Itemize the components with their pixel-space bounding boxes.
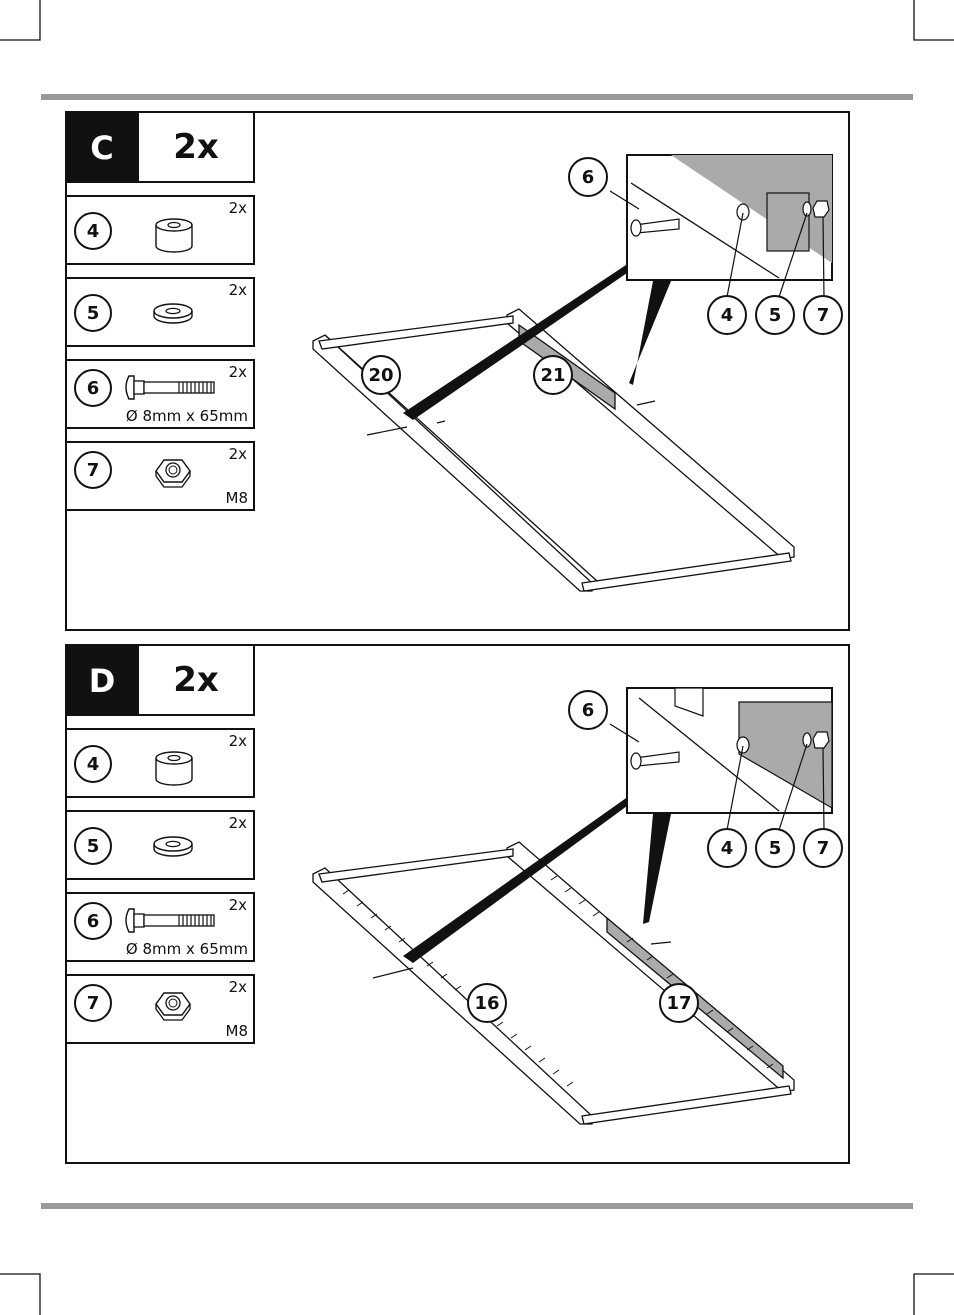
part-number: 7 bbox=[74, 984, 112, 1022]
part-quantity: 2x bbox=[228, 978, 247, 996]
part-row-4: 4 2x bbox=[67, 195, 255, 265]
top-rule bbox=[41, 94, 913, 100]
part-quantity: 2x bbox=[228, 732, 247, 750]
part-row-6: 6 2x Ø 8mm x 65mm bbox=[67, 359, 255, 429]
detail-pointer bbox=[403, 263, 629, 420]
callout-sleeve: 4 bbox=[707, 295, 747, 335]
part-dimension: Ø 8mm x 65mm bbox=[125, 940, 248, 958]
frame-assembly-drawing bbox=[312, 154, 833, 592]
part-dimension: Ø 8mm x 65mm bbox=[125, 407, 248, 425]
part-number: 4 bbox=[74, 212, 112, 250]
spacer-sleeve-icon bbox=[155, 218, 193, 253]
step-count: 2x bbox=[137, 113, 255, 183]
part-row-6: 6 2x Ø 8mm x 65mm bbox=[67, 892, 255, 962]
callout-right-rail: 17 bbox=[659, 983, 699, 1023]
part-thread-size: M8 bbox=[225, 1022, 249, 1040]
callout-left-rail: 20 bbox=[361, 355, 401, 395]
spacer-sleeve-icon bbox=[155, 751, 193, 786]
part-number: 5 bbox=[74, 294, 112, 332]
step-count: 2x bbox=[137, 646, 255, 716]
bottom-rule bbox=[41, 1203, 913, 1209]
callout-sleeve: 4 bbox=[707, 828, 747, 868]
part-quantity: 2x bbox=[228, 363, 247, 381]
part-quantity: 2x bbox=[228, 199, 247, 217]
part-quantity: 2x bbox=[228, 896, 247, 914]
part-quantity: 2x bbox=[228, 281, 247, 299]
hex-nut-icon bbox=[155, 459, 191, 488]
part-row-5: 5 2x bbox=[67, 810, 255, 880]
washer-icon bbox=[153, 303, 193, 324]
step-c-panel: C 2x 4 2x 5 2x 6 2x Ø 8mm x 65mm 7 2x bbox=[65, 111, 850, 631]
callout-nut: 7 bbox=[803, 295, 843, 335]
frame-assembly-drawing bbox=[312, 687, 833, 1125]
callout-right-rail: 21 bbox=[533, 355, 573, 395]
callout-bolt: 6 bbox=[568, 690, 608, 730]
step-letter: C bbox=[67, 113, 137, 183]
callout-left-rail: 16 bbox=[467, 983, 507, 1023]
callout-bolt: 6 bbox=[568, 157, 608, 197]
carriage-bolt-icon bbox=[125, 908, 215, 933]
step-d-panel: D 2x 4 2x 5 2x 6 2x Ø 8mm x 65mm 7 2x bbox=[65, 644, 850, 1164]
part-row-7: 7 2x M8 bbox=[67, 974, 255, 1044]
part-number: 7 bbox=[74, 451, 112, 489]
part-quantity: 2x bbox=[228, 445, 247, 463]
part-row-5: 5 2x bbox=[67, 277, 255, 347]
part-thread-size: M8 bbox=[225, 489, 249, 507]
callout-washer: 5 bbox=[755, 295, 795, 335]
callout-washer: 5 bbox=[755, 828, 795, 868]
part-number: 6 bbox=[74, 902, 112, 940]
part-row-4: 4 2x bbox=[67, 728, 255, 798]
part-row-7: 7 2x M8 bbox=[67, 441, 255, 511]
part-quantity: 2x bbox=[228, 814, 247, 832]
callout-nut: 7 bbox=[803, 828, 843, 868]
part-number: 5 bbox=[74, 827, 112, 865]
carriage-bolt-icon bbox=[125, 375, 215, 400]
hex-nut-icon bbox=[155, 992, 191, 1021]
washer-icon bbox=[153, 836, 193, 857]
part-number: 4 bbox=[74, 745, 112, 783]
step-letter: D bbox=[67, 646, 137, 716]
part-number: 6 bbox=[74, 369, 112, 407]
